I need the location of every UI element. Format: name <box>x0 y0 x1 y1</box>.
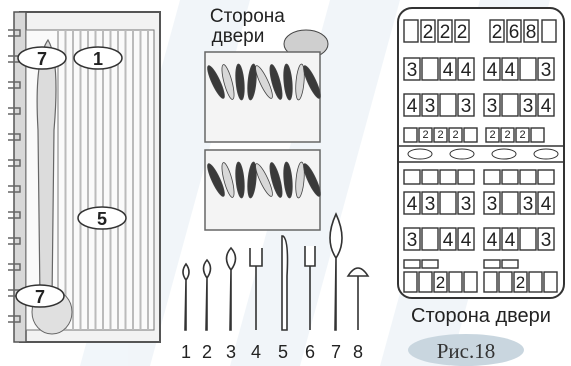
grid-cell-value: 2 <box>437 129 443 141</box>
grid-cell-value: 2 <box>457 22 468 43</box>
grid-cell <box>538 170 554 184</box>
grid-cell <box>520 170 536 184</box>
grid-cell <box>419 272 432 292</box>
grid-cell-value: 2 <box>423 22 434 43</box>
grid-cell-value: 3 <box>487 96 498 117</box>
grid-cell-value: 4 <box>443 60 454 81</box>
utensil-number: 1 <box>181 342 191 362</box>
utensil-number: 2 <box>202 342 212 362</box>
divider-slot <box>534 149 558 159</box>
grid-cell <box>440 192 456 214</box>
door-side-label-top: Сторона двери <box>210 6 290 47</box>
door-side-caption: Сторона двери <box>411 305 551 327</box>
grid-cell-value: 2 <box>422 129 428 141</box>
grid-cell <box>502 192 518 214</box>
rack-label: 1 <box>93 49 103 69</box>
grid-cell-value: 2 <box>516 273 525 292</box>
utensil-outline <box>282 236 288 330</box>
grid-cell-value: 2 <box>452 129 458 141</box>
utensil-outline <box>183 264 189 330</box>
utensil-number: 4 <box>251 342 261 362</box>
grid-cell <box>404 272 417 292</box>
divider-slot <box>408 149 432 159</box>
figure-label: Рис.18 <box>437 339 496 363</box>
utensil-outline <box>348 268 368 330</box>
grid-cell-value: 4 <box>443 230 454 251</box>
grid-cell-value: 3 <box>487 194 498 215</box>
utensil-number: 3 <box>226 342 236 362</box>
grid-cell <box>502 94 518 116</box>
grid-cell <box>502 170 518 184</box>
grid-cell <box>422 170 438 184</box>
grid-cell-value: 3 <box>425 194 436 215</box>
grid-cell <box>520 58 536 80</box>
rack-label: 5 <box>97 209 107 229</box>
grid-cell <box>404 20 418 42</box>
grid-cell-value: 4 <box>541 194 552 215</box>
grid-cell-value: 4 <box>407 96 418 117</box>
grid-cell-value: 4 <box>487 230 498 251</box>
grid-cell <box>404 260 420 268</box>
grid-cell-value: 3 <box>461 194 472 215</box>
grid-cell <box>404 170 420 184</box>
grid-cell-value: 2 <box>504 129 510 141</box>
utensil-outline <box>227 248 236 330</box>
grid-cell-value: 3 <box>523 194 534 215</box>
grid-cell-value: 2 <box>436 273 445 292</box>
rack-label: 7 <box>35 287 45 307</box>
grid-cell <box>484 170 500 184</box>
grid-cell <box>529 272 542 292</box>
grid-cell <box>520 228 536 250</box>
grid-cell <box>464 272 477 292</box>
grid-cell <box>502 260 518 268</box>
divider-slot <box>492 149 516 159</box>
utensil-outline <box>204 260 211 330</box>
grid-cell <box>440 170 456 184</box>
grid-cell-value: 6 <box>509 22 520 43</box>
utensil-outline <box>330 214 342 330</box>
grid-cell-value: 2 <box>489 129 495 141</box>
grid-cell <box>484 260 500 268</box>
grid-cell <box>531 128 544 142</box>
grid-cell-value: 4 <box>505 60 516 81</box>
grid-cell <box>422 228 438 250</box>
grid-cell-value: 4 <box>541 96 552 117</box>
grid-cell-value: 8 <box>526 22 537 43</box>
grid-cell-value: 3 <box>425 96 436 117</box>
rack-label: 7 <box>37 49 47 69</box>
grid-cell-value: 3 <box>541 230 552 251</box>
grid-cell-value: 2 <box>519 129 525 141</box>
grid-cell-value: 2 <box>492 22 503 43</box>
grid-cell-value: 4 <box>487 60 498 81</box>
grid-cell <box>422 260 438 268</box>
grid-cell-value: 4 <box>407 194 418 215</box>
divider-slot <box>450 149 474 159</box>
utensil-number: 7 <box>331 342 341 362</box>
grid-cell-value: 4 <box>461 60 472 81</box>
grid-cell-value: 3 <box>461 96 472 117</box>
grid-cell <box>542 20 556 42</box>
utensil-number: 6 <box>305 342 315 362</box>
grid-cell <box>422 58 438 80</box>
grid-cell-value: 3 <box>407 230 418 251</box>
grid-cell <box>404 128 417 142</box>
utensil-number: 5 <box>278 342 288 362</box>
grid-cell <box>544 272 557 292</box>
utensil-number: 8 <box>353 342 363 362</box>
grid-cell <box>449 272 462 292</box>
grid-cell <box>484 272 497 292</box>
cutlery-rack: 7 1 5 7 <box>8 12 160 342</box>
grid-cell <box>464 128 477 142</box>
grid-cell <box>499 272 512 292</box>
grid-cell-value: 3 <box>541 60 552 81</box>
grid-cell-value: 4 <box>505 230 516 251</box>
grid-cell-value: 3 <box>523 96 534 117</box>
grid-cell-value: 4 <box>461 230 472 251</box>
grid-cell-value: 3 <box>407 60 418 81</box>
grid-cell <box>440 94 456 116</box>
grid-cell-value: 2 <box>440 22 451 43</box>
grid-cell <box>458 170 474 184</box>
